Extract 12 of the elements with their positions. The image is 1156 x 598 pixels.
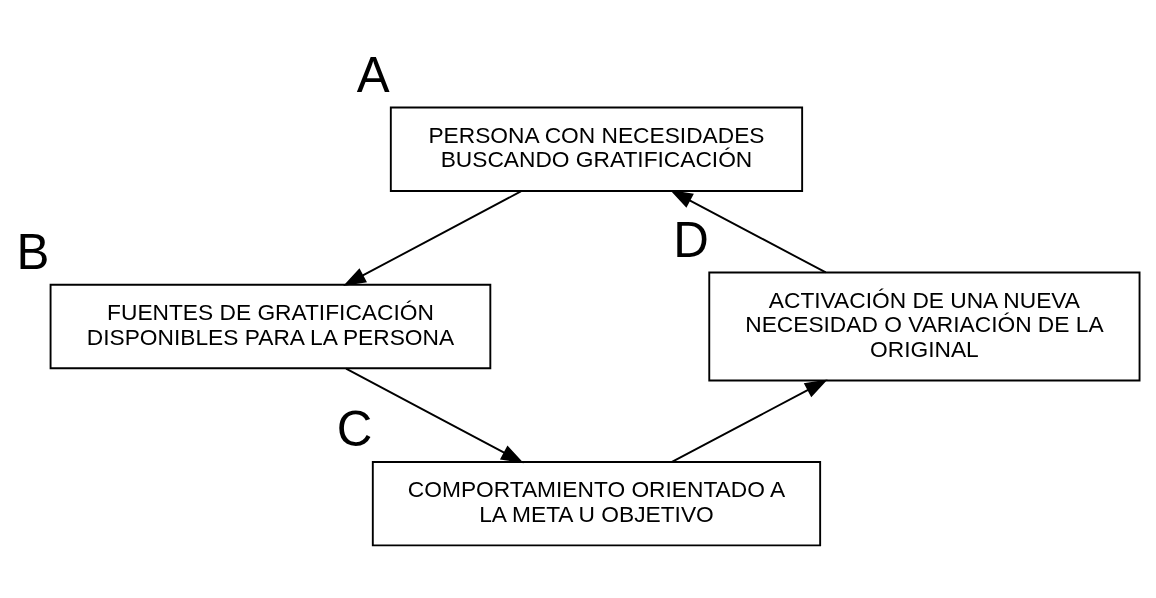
node-box: PERSONA CON NECESIDADES BUSCANDO GRATIFICACIÓN: [389, 106, 804, 192]
arrow: [343, 190, 522, 286]
node-label: B: [16, 224, 50, 280]
arrow: [670, 190, 827, 274]
node-label: A: [356, 47, 390, 103]
node-label: C: [336, 401, 373, 457]
node-label: D: [673, 211, 709, 267]
node-box: FUENTES DE GRATIFICACIÓN DISPONIBLES PARA LA PERSONA: [49, 283, 492, 370]
arrow: [345, 367, 524, 464]
node-box: COMPORTAMIENTO ORIENTADO A LA META U OBJETIVO: [371, 461, 822, 547]
arrow: [671, 379, 828, 463]
node-box: ACTIVACIÓN DE UNA NUEVA NECESIDAD O VARIACIÓN DE LA ORIGINAL: [708, 271, 1141, 382]
